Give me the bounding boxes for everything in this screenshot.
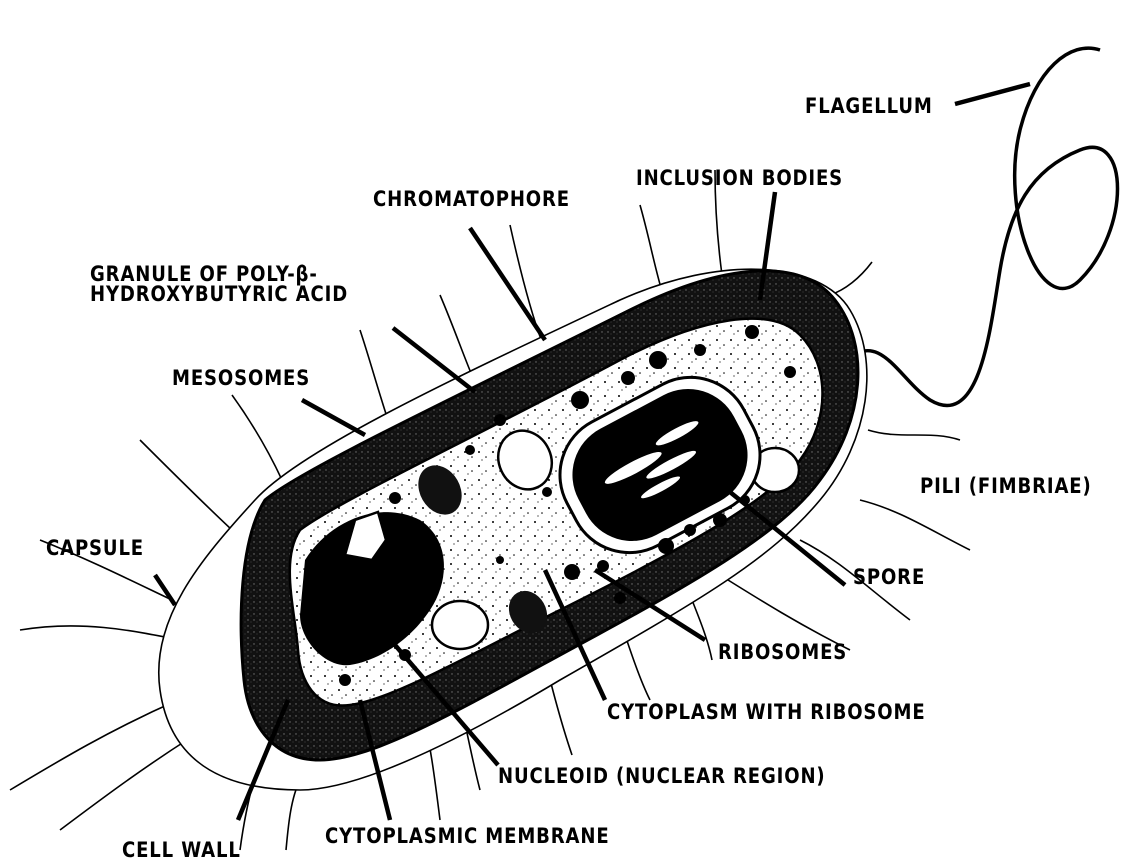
label-granule-line2: HYDROXYBUTYRIC ACID — [90, 284, 348, 305]
label-cytoplasm: CYTOPLASM WITH RIBOSOME — [607, 702, 926, 723]
label-pili: PILI (FIMBRIAE) — [920, 476, 1092, 497]
label-inclusion-bodies: INCLUSION BODIES — [636, 168, 843, 189]
label-ribosomes: RIBOSOMES — [718, 642, 847, 663]
label-spore: SPORE — [853, 567, 925, 588]
label-capsule: CAPSULE — [46, 538, 144, 559]
label-flagellum: FLAGELLUM — [805, 96, 933, 117]
label-cytoplasmic-membrane: CYTOPLASMIC MEMBRANE — [325, 826, 610, 847]
label-chromatophore: CHROMATOPHORE — [373, 189, 570, 210]
label-cell-wall: CELL WALL — [122, 840, 241, 861]
label-mesosomes: MESOSOMES — [172, 368, 310, 389]
label-nucleoid: NUCLEOID (NUCLEAR REGION) — [498, 766, 826, 787]
